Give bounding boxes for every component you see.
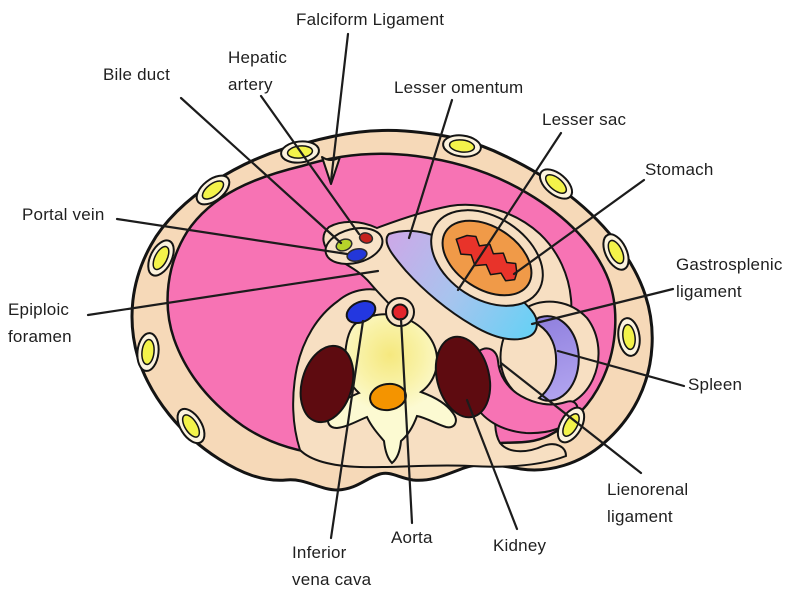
label-portal-vein: Portal vein [22, 205, 105, 224]
rib-oval-core [607, 239, 625, 265]
ivc-shape [345, 300, 377, 324]
label-epiploic-foramen: Epiploic foramen [8, 300, 72, 346]
leader-bile-duct [179, 96, 343, 245]
label-aorta: Aorta [391, 528, 433, 547]
leader-gastrosplenic [530, 287, 675, 326]
label-spleen: Spleen [688, 375, 743, 394]
rib-oval-core [152, 245, 170, 271]
leader-stomach [512, 178, 646, 276]
label-stomach: Stomach [645, 160, 714, 179]
label-lienorenal-ligament: Lienorenal ligament [607, 480, 689, 526]
leader-epiploic-foramen [86, 269, 380, 317]
leader-falciform-ligament [329, 32, 350, 183]
label-lesser-omentum: Lesser omentum [394, 78, 524, 97]
label-gastrosplenic-ligament: Gastrosplenic ligament [676, 255, 783, 301]
kidney-left-shape [299, 344, 355, 424]
rib-oval-core [448, 139, 476, 153]
portal-vein-dot [346, 248, 368, 262]
leader-lienorenal [499, 361, 643, 475]
rib-oval-core [141, 338, 155, 366]
leader-hepatic-artery [259, 94, 361, 236]
leader-lines [86, 32, 686, 540]
label-falciform-ligament: Falciform Ligament [296, 10, 445, 29]
leader-spleen [556, 349, 686, 388]
label-inferior-vena-cava: Inferior vena cava [292, 543, 372, 589]
hepatic-artery-dot [358, 232, 374, 244]
leader-aorta [399, 317, 414, 525]
leader-kidney [465, 398, 519, 531]
label-bile-duct: Bile duct [103, 65, 171, 84]
rib-ovals [136, 134, 641, 445]
stomach-mucosa [455, 234, 518, 282]
leader-lesser-omentum [407, 98, 454, 240]
aorta-core [391, 303, 409, 321]
rib-oval-core [201, 180, 225, 200]
rib-oval-core [544, 173, 568, 195]
rib-oval-core [562, 413, 580, 437]
label-lesser-sac: Lesser sac [542, 110, 627, 129]
spleen-shape [535, 315, 580, 402]
leader-portal-vein [115, 217, 349, 256]
leader-lesser-sac [456, 131, 563, 292]
rib-oval-core [181, 414, 201, 438]
label-kidney: Kidney [493, 536, 547, 555]
rib-oval-core [622, 323, 636, 351]
leader-inferior-vena-cava [329, 319, 365, 540]
label-hepatic-artery: Hepatic artery [228, 48, 288, 94]
